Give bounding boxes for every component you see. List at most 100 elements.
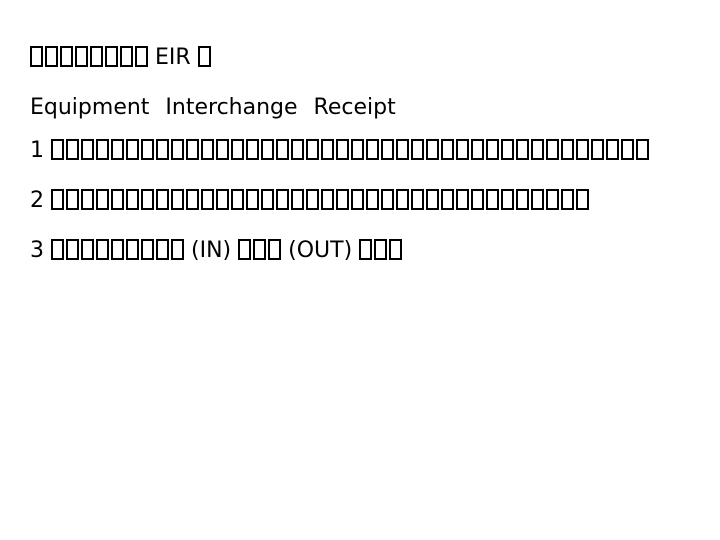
text-line-item-1: 1 [30,129,700,179]
missing-glyph-box-icon [576,189,589,210]
missing-glyph-box-icon [51,139,64,160]
missing-glyph-box-icon [389,239,403,260]
missing-glyph-box-icon [66,139,79,160]
missing-glyph-box-icon [306,139,319,160]
missing-glyph-box-icon [351,139,364,160]
missing-glyph-box-icon [268,239,282,260]
missing-glyph-box-icon [561,189,574,210]
missing-glyph-box-icon [381,139,394,160]
missing-glyph-box-icon [246,189,259,210]
missing-glyph-box-icon [441,139,454,160]
latin-text: EIR [155,45,191,70]
missing-glyph-box-icon [216,139,229,160]
text-line-item-2: 2 [30,179,700,229]
missing-glyph-box-icon [456,189,469,210]
missing-glyph-box-icon [96,139,109,160]
missing-glyph-box-icon [336,189,349,210]
missing-glyph-box-icon [60,46,73,67]
missing-glyph-box-icon [426,139,439,160]
missing-glyph-box-icon [321,189,334,210]
missing-glyph-box-icon [501,139,514,160]
missing-glyph-box-icon [51,189,64,210]
missing-glyph-box-icon [171,189,184,210]
missing-glyph-box-icon [66,239,79,260]
missing-glyph-box-icon [96,239,109,260]
missing-glyph-box-icon [546,189,559,210]
missing-glyph-box-icon [66,189,79,210]
list-number: 3 [30,238,44,263]
missing-glyph-box-icon [621,139,634,160]
list-number: 2 [30,188,44,213]
missing-glyph-run [51,186,589,229]
latin-text: Equipment [30,95,150,120]
missing-glyph-box-icon [441,189,454,210]
missing-glyph-box-icon [471,189,484,210]
missing-glyph-box-icon [396,139,409,160]
missing-glyph-box-icon [126,139,139,160]
missing-glyph-box-icon [276,189,289,210]
missing-glyph-box-icon [426,189,439,210]
missing-glyph-box-icon [516,189,529,210]
missing-glyph-box-icon [576,139,589,160]
missing-glyph-box-icon [276,139,289,160]
missing-glyph-box-icon [411,189,424,210]
missing-glyph-run [51,236,184,279]
missing-glyph-box-icon [238,239,252,260]
missing-glyph-box-icon [111,139,124,160]
missing-glyph-box-icon [231,139,244,160]
missing-glyph-box-icon [516,139,529,160]
missing-glyph-box-icon [120,46,133,67]
missing-glyph-box-icon [141,239,154,260]
missing-glyph-box-icon [111,189,124,210]
missing-glyph-box-icon [75,46,88,67]
missing-glyph-box-icon [135,46,148,67]
missing-glyph-run [51,136,649,179]
missing-glyph-box-icon [81,139,94,160]
missing-glyph-box-icon [531,139,544,160]
missing-glyph-box-icon [156,239,169,260]
missing-glyph-box-icon [156,189,169,210]
missing-glyph-box-icon [471,139,484,160]
missing-glyph-box-icon [546,139,559,160]
missing-glyph-box-icon [291,189,304,210]
missing-glyph-box-icon [201,139,214,160]
missing-glyph-box-icon [246,139,259,160]
missing-glyph-box-icon [156,139,169,160]
missing-glyph-box-icon [291,139,304,160]
missing-glyph-run [197,43,211,86]
missing-glyph-box-icon [111,239,124,260]
missing-glyph-box-icon [561,139,574,160]
missing-glyph-box-icon [105,46,118,67]
latin-text: (OUT) [288,238,353,263]
text-line-title-english: Equipment Interchange Receipt [30,86,700,129]
latin-text: Receipt [313,95,396,120]
missing-glyph-box-icon [366,189,379,210]
missing-glyph-box-icon [30,46,43,67]
missing-glyph-box-icon [336,139,349,160]
missing-glyph-box-icon [253,239,267,260]
missing-glyph-box-icon [81,239,94,260]
latin-text: Interchange [165,95,298,120]
missing-glyph-box-icon [381,189,394,210]
missing-glyph-box-icon [216,189,229,210]
missing-glyph-box-icon [351,189,364,210]
missing-glyph-box-icon [606,139,619,160]
missing-glyph-box-icon [456,139,469,160]
missing-glyph-run [30,43,148,86]
missing-glyph-box-icon [591,139,604,160]
list-number: 1 [30,138,44,163]
missing-glyph-box-icon [186,189,199,210]
missing-glyph-box-icon [531,189,544,210]
text-line-title-thai: EIR [30,36,700,86]
missing-glyph-box-icon [201,189,214,210]
missing-glyph-box-icon [306,189,319,210]
missing-glyph-box-icon [126,239,139,260]
missing-glyph-box-icon [171,139,184,160]
missing-glyph-run [238,236,282,279]
missing-glyph-box-icon [366,139,379,160]
missing-glyph-box-icon [231,189,244,210]
missing-glyph-box-icon [96,189,109,210]
missing-glyph-run [359,236,403,279]
